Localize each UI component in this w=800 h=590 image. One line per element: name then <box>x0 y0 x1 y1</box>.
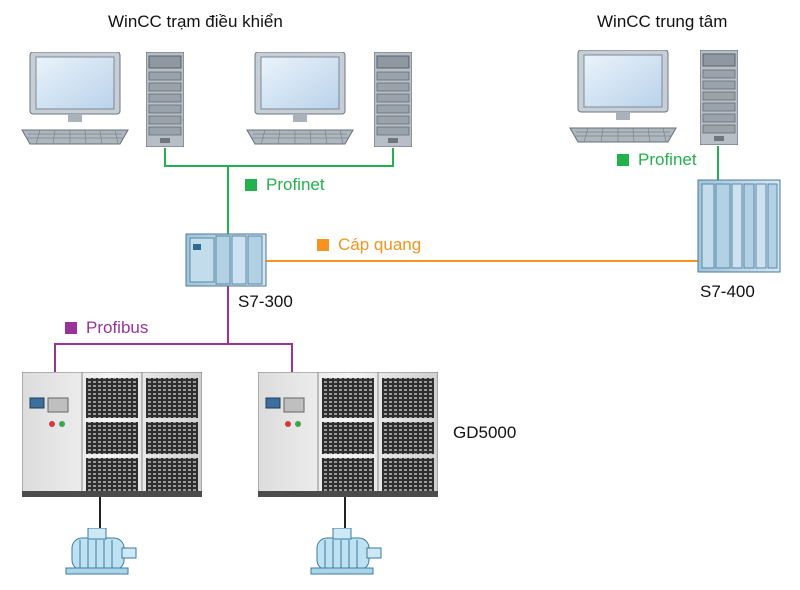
profibus-label: Profibus <box>65 318 148 338</box>
station-tower-1 <box>146 52 184 147</box>
profinet-label-right: Profinet <box>617 150 697 170</box>
gd5000-label: GD5000 <box>453 423 517 442</box>
profinet-text-right: Profinet <box>638 150 697 169</box>
central-tower <box>700 50 738 145</box>
station-monitor-1 <box>21 52 129 145</box>
profinet-label-left: Profinet <box>245 175 325 195</box>
motor-2 <box>310 528 382 575</box>
gd5000-cabinet-1 <box>22 372 202 497</box>
s7-400-label: S7-400 <box>700 282 755 301</box>
fiber-swatch <box>317 239 329 251</box>
profinet-swatch-right <box>617 154 629 166</box>
central-title: WinCC trung tâm <box>597 12 728 31</box>
fiber-text: Cáp quang <box>338 235 422 254</box>
station-monitor-2 <box>246 52 354 145</box>
profibus-swatch <box>65 322 77 334</box>
s7-400-plc <box>697 179 781 273</box>
station-tower-2 <box>374 52 412 147</box>
central-monitor <box>569 50 677 143</box>
profibus-text: Profibus <box>86 318 149 337</box>
s7-300-plc <box>185 233 267 287</box>
station-title: WinCC trạm điều khiển <box>108 12 283 31</box>
s7-300-label: S7-300 <box>238 292 293 311</box>
profibus-line <box>54 286 293 374</box>
gd5000-cabinet-2 <box>258 372 438 497</box>
fiber-label: Cáp quang <box>317 235 421 255</box>
profinet-swatch-left <box>245 179 257 191</box>
profinet-line-left <box>164 148 394 167</box>
profinet-text-left: Profinet <box>266 175 325 194</box>
motor-1 <box>65 528 137 575</box>
